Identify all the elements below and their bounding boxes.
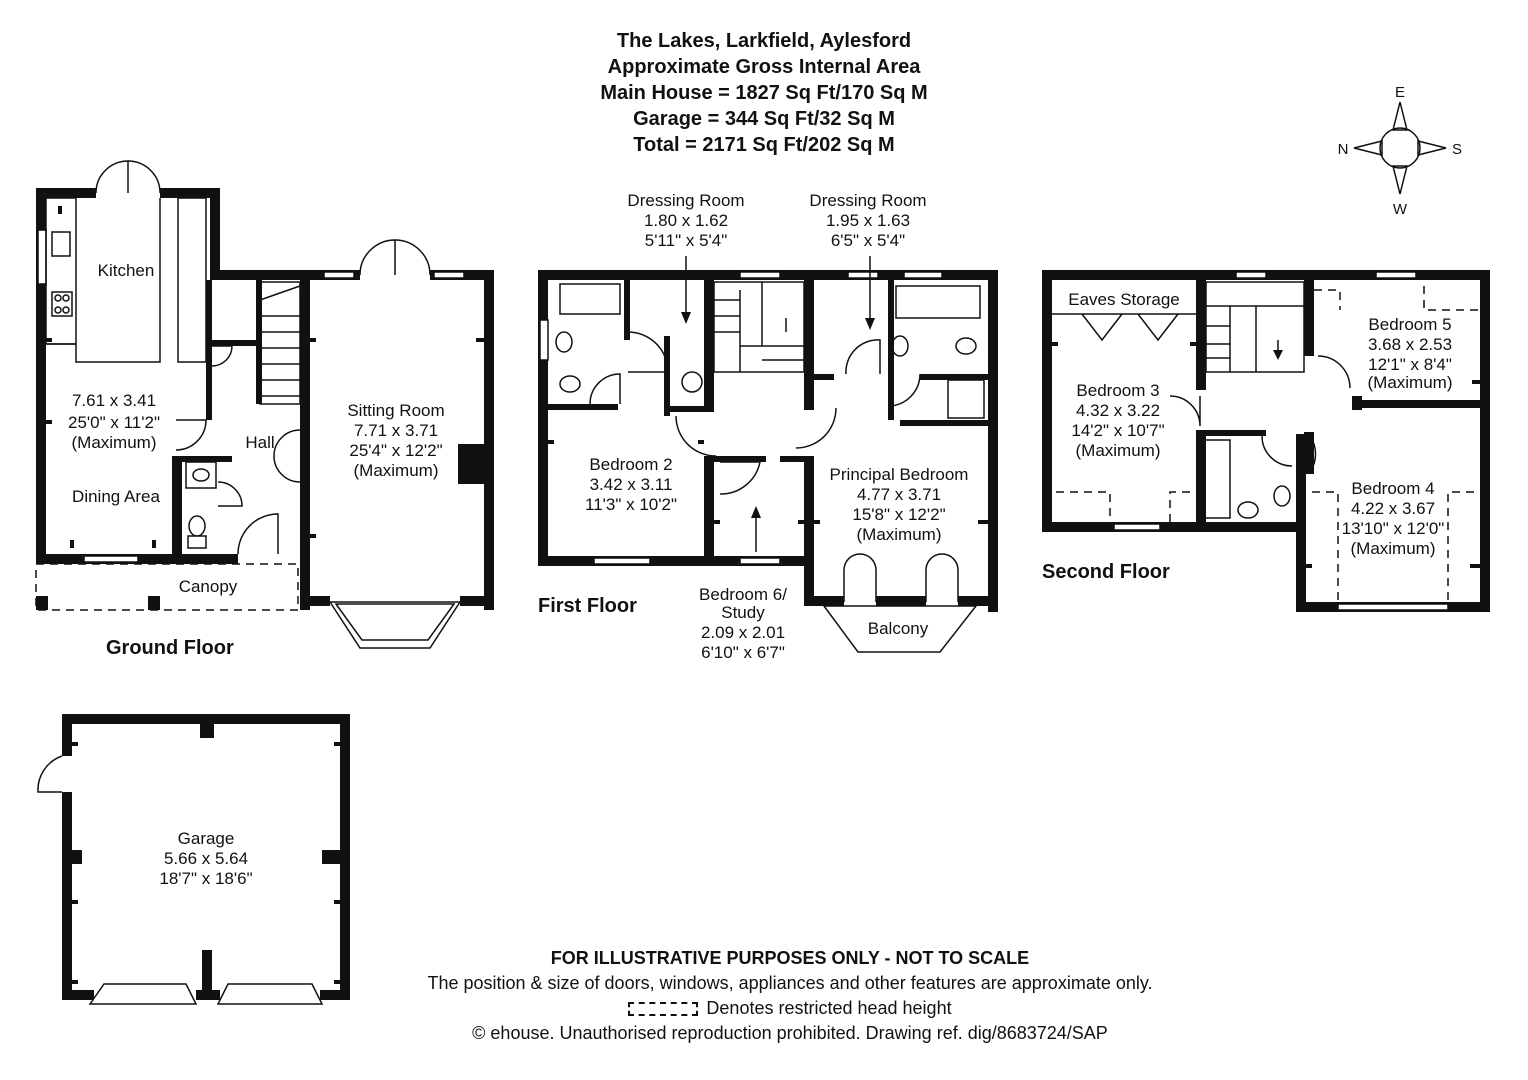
disclaimer-text: FOR ILLUSTRATIVE PURPOSES ONLY - NOT TO … (550, 948, 1030, 968)
garage-area: Garage = 344 Sq Ft/32 Sq M (633, 108, 895, 130)
approximation-note: The position & size of doors, windows, a… (427, 973, 1153, 993)
compass-west-label: W (1393, 201, 1408, 218)
total-area: Total = 2171 Sq Ft/202 Sq M (633, 134, 895, 156)
bedroom-4-metric: 4.22 x 3.67 (1351, 499, 1435, 518)
bedroom-4-imperial: 13'10" x 12'0" (1342, 519, 1445, 538)
dining-area-label: Dining Area (72, 487, 160, 506)
compass-east-label: E (1395, 84, 1405, 101)
bedroom-5-imperial: 12'1" x 8'4" (1368, 355, 1452, 374)
compass-north-label: N (1338, 141, 1349, 158)
kitchen-dining-metric: 7.61 x 3.41 (72, 391, 156, 410)
dressing-room-2-label: Dressing Room (809, 191, 926, 210)
bedroom-6-label: Bedroom 6/ (699, 585, 787, 604)
ground-floor-plan (35, 160, 494, 649)
bedroom-2-imperial: 11'3" x 10'2" (585, 495, 677, 514)
bedroom-3-imperial: 14'2" x 10'7" (1071, 421, 1164, 440)
bedroom-4-note: (Maximum) (1351, 539, 1436, 558)
legend-text: Denotes restricted head height (706, 998, 952, 1018)
garage-imperial: 18'7" x 18'6" (159, 869, 252, 888)
copyright-text: © ehouse. Unauthorised reproduction proh… (472, 1023, 1108, 1043)
bedroom-6-imperial: 6'10" x 6'7" (701, 643, 785, 662)
bedroom-3-note: (Maximum) (1076, 441, 1161, 460)
sitting-room-note: (Maximum) (354, 461, 439, 480)
bedroom-4-label: Bedroom 4 (1351, 479, 1434, 498)
bedroom-5-metric: 3.68 x 2.53 (1368, 335, 1452, 354)
sitting-room-imperial: 25'4" x 12'2" (349, 441, 442, 460)
first-floor-label: First Floor (538, 595, 637, 617)
bedroom-2-label: Bedroom 2 (589, 455, 672, 474)
plan-header: The Lakes, Larkfield, Aylesford Approxim… (464, 28, 1064, 158)
dressing-room-2-metric: 1.95 x 1.63 (826, 211, 910, 230)
principal-bedroom-note: (Maximum) (857, 525, 942, 544)
kitchen-label: Kitchen (98, 261, 155, 280)
dressing-room-1-label: Dressing Room (627, 191, 744, 210)
principal-bedroom-metric: 4.77 x 3.71 (857, 485, 941, 504)
canopy-label: Canopy (179, 577, 238, 596)
second-floor-plan (1042, 270, 1490, 612)
garage-plan (37, 714, 350, 1005)
sitting-room-label: Sitting Room (347, 401, 444, 420)
study-label: Study (721, 603, 765, 622)
bedroom-5-label: Bedroom 5 (1368, 315, 1451, 334)
garage-label: Garage (178, 829, 235, 848)
bedroom-3-label: Bedroom 3 (1076, 381, 1159, 400)
bedroom-6-metric: 2.09 x 2.01 (701, 623, 785, 642)
staircase-icon (259, 281, 301, 405)
principal-bedroom-label: Principal Bedroom (830, 465, 969, 484)
compass-south-label: S (1452, 141, 1462, 158)
balcony-label: Balcony (868, 619, 929, 638)
staircase-icon (713, 281, 805, 373)
second-floor-label: Second Floor (1042, 561, 1170, 583)
first-floor-plan (538, 256, 998, 653)
staircase-icon (1205, 281, 1305, 373)
property-title: The Lakes, Larkfield, Aylesford (616, 30, 912, 52)
kitchen-dining-imperial: 25'0" x 11'2" (68, 413, 160, 432)
bedroom-5-note: (Maximum) (1368, 373, 1453, 392)
ground-floor-label: Ground Floor (106, 637, 234, 659)
kitchen-dining-note: (Maximum) (72, 433, 157, 452)
plan-footer: FOR ILLUSTRATIVE PURPOSES ONLY - NOT TO … (290, 946, 1290, 1046)
dressing-room-2-imperial: 6'5" x 5'4" (831, 231, 905, 250)
garage-metric: 5.66 x 5.64 (164, 849, 248, 868)
compass-icon: E W N S (1338, 84, 1462, 218)
dashed-box-icon (628, 1002, 699, 1017)
principal-bedroom-imperial: 15'8" x 12'2" (852, 505, 945, 524)
sitting-room-metric: 7.71 x 3.71 (354, 421, 438, 440)
dressing-room-1-imperial: 5'11" x 5'4" (645, 231, 728, 250)
bedroom-2-metric: 3.42 x 3.11 (590, 475, 673, 494)
area-subtitle: Approximate Gross Internal Area (607, 56, 921, 78)
bedroom-3-metric: 4.32 x 3.22 (1076, 401, 1160, 420)
eaves-storage-label: Eaves Storage (1068, 290, 1180, 309)
dressing-room-1-metric: 1.80 x 1.62 (644, 211, 728, 230)
head-height-legend: Denotes restricted head height (290, 996, 1290, 1021)
main-house-area: Main House = 1827 Sq Ft/170 Sq M (600, 82, 928, 104)
hall-label: Hall (245, 433, 274, 452)
